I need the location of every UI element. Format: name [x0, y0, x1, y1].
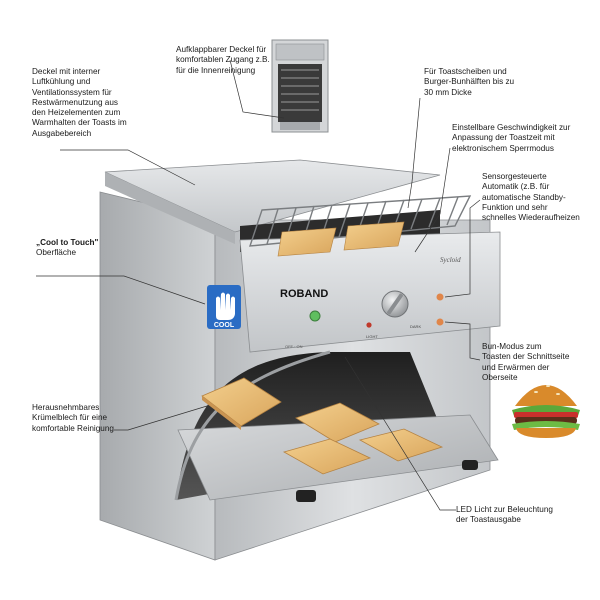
bun-mode-indicator	[436, 318, 444, 326]
burger-illustration	[512, 385, 580, 438]
callout-standby: Sensorgesteuerte Automatik (z.B. für aut…	[482, 172, 580, 223]
callout-lid: Aufklappbarer Deckel für komfortablen Zu…	[176, 45, 270, 75]
leader-lines	[36, 59, 481, 511]
cool-touch-badge: COOL	[207, 285, 241, 329]
callout-cool-touch-rest: Oberfläche	[36, 248, 77, 258]
toaster-body	[99, 159, 501, 561]
callout-cool-touch-title: „Cool to Touch"	[36, 238, 99, 247]
callout-cooling: Deckel mit interner Luftkühlung und Vent…	[32, 67, 127, 138]
callout-cool-touch: „Cool to Touch" Oberfläche	[36, 238, 132, 259]
cool-badge-label: COOL	[214, 322, 235, 329]
control-panel: COOL ROBAND OFF · ON LIGHT DARK Sycloid	[207, 256, 461, 349]
callout-led: LED Licht zur Beleuchtung der Toastausga…	[456, 505, 553, 525]
callout-speed: Einstellbare Geschwindigkeit zur Anpassu…	[452, 123, 571, 153]
power-switch-label: OFF · ON	[285, 344, 303, 349]
model-script: Sycloid	[440, 256, 461, 264]
toast-slices-input	[277, 221, 405, 257]
callout-thickness: Für Toastscheiben und Burger-Bunhälften …	[424, 67, 515, 97]
speed-high-label: DARK	[410, 324, 421, 329]
power-indicator	[309, 310, 321, 322]
toast-slices-output	[201, 377, 444, 475]
callout-bun: Bun-Modus zum Toasten der Schnittseite u…	[482, 342, 570, 382]
standby-indicator	[436, 293, 444, 301]
lid-inset-image	[271, 39, 329, 133]
callout-crumb-tray: Herausnehmbares Krümelblech für eine kom…	[32, 403, 114, 433]
brand-logo: ROBAND	[280, 288, 328, 300]
lock-indicator	[366, 322, 372, 328]
speed-low-label: LIGHT	[366, 334, 378, 339]
